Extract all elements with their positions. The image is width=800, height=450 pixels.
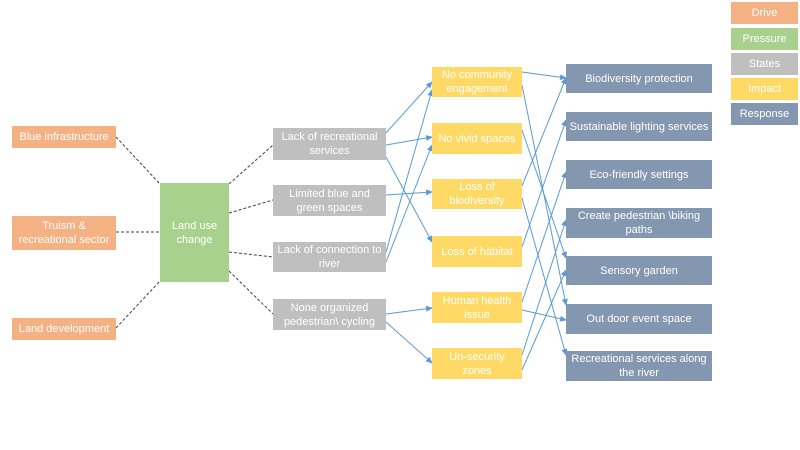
state-label: Limited blue and green spaces bbox=[289, 187, 370, 214]
impact-label: Un-security zones bbox=[449, 350, 505, 377]
impact-label: No community engagement bbox=[441, 69, 513, 95]
impact-response-arrow bbox=[521, 71, 567, 81]
state-impact-arrow bbox=[385, 321, 433, 364]
response-label: Sustainable lighting services bbox=[569, 120, 709, 133]
response-box: Out door event space bbox=[566, 304, 712, 334]
response-box: Biodiversity protection bbox=[566, 64, 712, 93]
response-box: Recreational services along the river bbox=[566, 351, 712, 381]
state-impact-arrow bbox=[385, 305, 433, 315]
legend-impact: Impact bbox=[731, 78, 798, 100]
state-box: None organized pedestrian\ cycling bbox=[273, 299, 386, 330]
response-box: Sustainable lighting services bbox=[566, 112, 712, 141]
response-label: Biodiversity protection bbox=[585, 72, 693, 85]
driver-connector bbox=[115, 136, 161, 185]
driver-label: Blue infrastructure bbox=[19, 131, 109, 143]
response-label: Recreational services along the river bbox=[571, 353, 707, 379]
state-label: Lack of connection to river bbox=[277, 244, 382, 270]
driver-connector bbox=[115, 280, 161, 329]
state-impact-arrow bbox=[385, 135, 433, 146]
response-box: Sensory garden bbox=[566, 256, 712, 285]
response-label: Create pedestrian \biking paths bbox=[577, 210, 701, 236]
impact-label: Human health issue bbox=[442, 294, 512, 321]
legend-states: States bbox=[731, 53, 798, 75]
pressure-state-connector bbox=[228, 251, 274, 258]
driver-label: Truism & recreational sector bbox=[18, 220, 110, 246]
legend-drive: Drive bbox=[731, 2, 798, 24]
pressure-state-connector bbox=[228, 270, 274, 315]
state-impact-arrow bbox=[385, 156, 433, 243]
impact-response-arrow bbox=[521, 219, 567, 356]
impact-label: No vivid spaces bbox=[438, 132, 516, 145]
impact-response-arrow bbox=[521, 129, 567, 259]
driver-box: Blue infrastructure bbox=[12, 126, 116, 148]
driver-box: Truism & recreational sector bbox=[12, 216, 116, 250]
legend-label: Impact bbox=[747, 83, 781, 95]
impact-box: Loss of habitat bbox=[432, 236, 522, 267]
legend-label: Pressure bbox=[742, 33, 787, 45]
impact-label: Loss of biodiversity bbox=[449, 181, 505, 207]
impact-response-arrow bbox=[521, 119, 567, 248]
state-box: Lack of connection to river bbox=[273, 242, 386, 272]
impact-response-arrow bbox=[521, 77, 567, 187]
driver-label: Land development bbox=[18, 323, 110, 335]
response-box: Create pedestrian \biking paths bbox=[566, 208, 712, 238]
response-label: Out door event space bbox=[586, 313, 692, 325]
legend-pressure: Pressure bbox=[731, 28, 798, 50]
legend-label: Response bbox=[739, 108, 790, 120]
state-label: Lack of recreational services bbox=[281, 131, 378, 157]
impact-response-arrow bbox=[521, 171, 567, 303]
pressure-state-connector bbox=[228, 199, 274, 214]
state-impact-arrow bbox=[385, 89, 434, 253]
impact-box: No community engagement bbox=[432, 67, 522, 97]
response-label: Sensory garden bbox=[600, 264, 678, 277]
response-label: Eco-friendly settings bbox=[589, 168, 689, 181]
impact-box: Un-security zones bbox=[432, 348, 522, 379]
legend-response: Response bbox=[731, 103, 798, 125]
state-impact-arrow bbox=[385, 189, 433, 196]
impact-response-arrow bbox=[521, 197, 568, 356]
state-impact-arrow bbox=[385, 81, 433, 134]
state-box: Limited blue and green spaces bbox=[273, 185, 386, 216]
pressure-state-connector bbox=[228, 144, 274, 185]
driver-box: Land development bbox=[12, 318, 116, 340]
state-impact-arrow bbox=[385, 144, 433, 263]
pressure-box: Land use change bbox=[160, 183, 229, 282]
response-box: Eco-friendly settings bbox=[566, 160, 712, 189]
impact-box: Human health issue bbox=[432, 292, 522, 323]
impact-response-arrow bbox=[521, 269, 567, 371]
impact-box: Loss of biodiversity bbox=[432, 179, 522, 209]
pressure-label: Land use change bbox=[171, 219, 218, 246]
impact-response-arrow bbox=[521, 309, 567, 322]
legend-label: Drive bbox=[751, 7, 778, 19]
legend-label: States bbox=[748, 58, 781, 70]
state-label: None organized pedestrian\ cycling bbox=[283, 301, 376, 328]
impact-box: No vivid spaces bbox=[432, 123, 522, 154]
state-box: Lack of recreational services bbox=[273, 128, 386, 160]
impact-label: Loss of habitat bbox=[441, 245, 513, 258]
